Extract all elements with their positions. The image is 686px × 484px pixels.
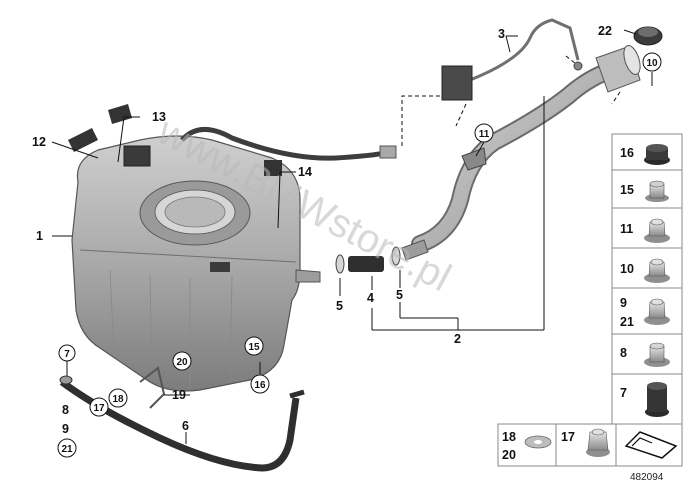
legend-label-10: 10: [620, 262, 634, 276]
legend-label-7: 7: [620, 386, 627, 400]
circled-callout-15: 15: [244, 336, 264, 356]
legend-label-8: 8: [620, 346, 627, 360]
circled-callout-16: 16: [250, 374, 270, 394]
connecting-hose: [348, 256, 384, 272]
vent-valve: [441, 65, 473, 101]
callout-14: 14: [298, 165, 312, 179]
callout-5-right: 5: [396, 288, 403, 302]
leader-lines: [51, 29, 653, 444]
svg-text:17: 17: [93, 403, 105, 414]
callout-22: 22: [598, 24, 612, 38]
bracket-11: [461, 147, 487, 171]
part-12-grommet: [68, 128, 98, 152]
washer-18-icon: [524, 435, 552, 449]
circled-callout-7: 7: [58, 344, 76, 362]
legend-label-15: 15: [620, 183, 634, 197]
callout-9: 9: [62, 422, 69, 436]
callout-12: 12: [32, 135, 46, 149]
callout-8: 8: [62, 403, 69, 417]
svg-text:15: 15: [248, 342, 260, 353]
nut-8-icon: [644, 342, 670, 367]
callout-19: 19: [172, 388, 186, 402]
filler-neck-opening: [623, 45, 641, 75]
svg-text:7: 7: [64, 349, 70, 360]
callout-4: 4: [367, 291, 374, 305]
svg-text:16: 16: [254, 380, 266, 391]
fuel-tank: [71, 135, 321, 392]
legend-label-16: 16: [620, 146, 634, 160]
legend-label-17: 17: [561, 430, 575, 444]
nut-10-icon: [644, 258, 670, 283]
nut-9-icon: [644, 298, 670, 325]
nut-17-icon: [586, 428, 610, 457]
svg-text:21: 21: [61, 444, 73, 455]
holder-19: [139, 366, 166, 409]
grommet-16-icon: [644, 144, 670, 165]
legend-label-21: 21: [620, 315, 634, 329]
legend-label-9: 9: [620, 296, 627, 310]
vent-hose: [180, 127, 393, 161]
hose-clamp-left: [335, 254, 345, 274]
nut-15-icon: [645, 180, 669, 202]
nut-11-icon: [644, 218, 670, 243]
callout-2: 2: [454, 332, 461, 346]
part-14-grommet: [264, 160, 282, 176]
legend-label-20: 20: [502, 448, 516, 462]
circled-callout-20: 20: [172, 351, 192, 371]
callout-5-left: 5: [336, 299, 343, 313]
svg-text:18: 18: [112, 394, 124, 405]
document-number: 482094: [630, 472, 664, 483]
legend-label-18: 18: [502, 430, 516, 444]
vent-line: [469, 18, 580, 82]
circled-callout-11: 11: [474, 123, 494, 143]
part-13-grommet: [108, 104, 132, 124]
callout-1: 1: [36, 229, 43, 243]
svg-text:20: 20: [176, 357, 188, 368]
callout-6: 6: [182, 419, 189, 433]
sketch-symbol-icon: [624, 431, 678, 459]
circled-callout-10: 10: [642, 52, 662, 72]
washer-legend-panel: 18 20 17: [497, 423, 683, 467]
hardware-legend-panel: 16 15 11 10 9 21: [611, 133, 683, 425]
callouts: 1 2 3 4 5 5 6 12 13 14 19 22 7 8 9 21 10…: [32, 24, 662, 458]
dashed-leader-lines: [401, 55, 621, 146]
circled-callout-17: 17: [89, 397, 109, 417]
svg-text:10: 10: [646, 58, 658, 69]
callout-3: 3: [498, 27, 505, 41]
svg-text:11: 11: [479, 129, 490, 140]
grommet-7-icon: [645, 382, 669, 417]
circled-callout-18: 18: [108, 388, 128, 408]
hose-clamp-right: [391, 246, 401, 266]
legend-label-11: 11: [620, 222, 633, 236]
callout-13: 13: [152, 110, 166, 124]
vent-hose-connector: [379, 145, 397, 159]
circled-callout-21: 21: [57, 438, 77, 458]
